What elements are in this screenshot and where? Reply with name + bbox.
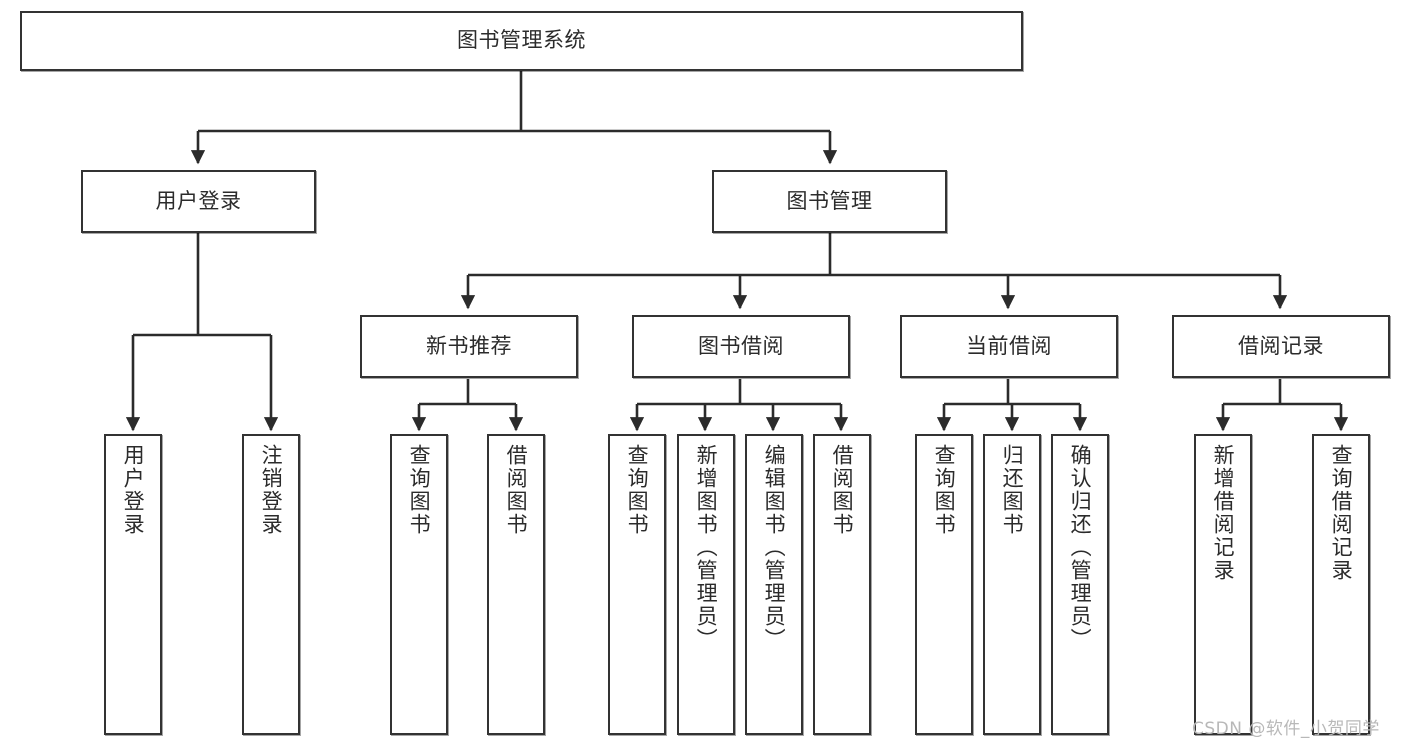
node-borrow-record[interactable]: 借阅记录	[1172, 315, 1390, 378]
leaf-add-borrow-record[interactable]: 新增借阅记录	[1194, 434, 1252, 735]
node-label: 查询图书	[932, 444, 957, 536]
node-book-management[interactable]: 图书管理	[712, 170, 947, 233]
leaf-return-book[interactable]: 归还图书	[983, 434, 1041, 735]
node-label: 图书管理系统	[457, 28, 586, 53]
node-current-borrow[interactable]: 当前借阅	[900, 315, 1118, 378]
leaf-query-book-borrow[interactable]: 查询图书	[608, 434, 666, 735]
node-label: 查询图书	[625, 444, 650, 536]
leaf-query-book-recommend[interactable]: 查询图书	[390, 434, 448, 735]
leaf-borrow-book-recommend[interactable]: 借阅图书	[487, 434, 545, 735]
node-new-book-recommend[interactable]: 新书推荐	[360, 315, 578, 378]
node-label: 图书管理	[786, 188, 873, 213]
node-label: 归还图书	[1000, 444, 1025, 536]
node-label: 用户登录	[155, 188, 242, 213]
leaf-edit-book[interactable]: 编辑图书（管理员）	[745, 434, 803, 735]
node-label: 用户登录	[121, 444, 146, 536]
leaf-borrow-book[interactable]: 借阅图书	[813, 434, 871, 735]
node-label: 确认归还（管理员）	[1068, 444, 1093, 651]
node-root-system[interactable]: 图书管理系统	[20, 11, 1023, 71]
leaf-confirm-return[interactable]: 确认归还（管理员）	[1051, 434, 1109, 735]
node-book-borrow[interactable]: 图书借阅	[632, 315, 850, 378]
node-label: 当前借阅	[966, 333, 1052, 358]
leaf-user-login[interactable]: 用户登录	[104, 434, 162, 735]
node-user-login[interactable]: 用户登录	[81, 170, 316, 233]
leaf-query-borrow-record[interactable]: 查询借阅记录	[1312, 434, 1370, 735]
node-label: 借阅记录	[1238, 333, 1324, 358]
node-label: 查询图书	[407, 444, 432, 536]
node-label: 编辑图书（管理员）	[762, 444, 787, 651]
leaf-logout-login[interactable]: 注销登录	[242, 434, 300, 735]
leaf-add-book[interactable]: 新增图书（管理员）	[677, 434, 735, 735]
node-label: 查询借阅记录	[1329, 444, 1354, 582]
node-label: 借阅图书	[830, 444, 855, 536]
node-label: 新增图书（管理员）	[694, 444, 719, 651]
node-label: 注销登录	[259, 444, 284, 536]
node-label: 新书推荐	[426, 333, 512, 358]
leaf-query-book-current[interactable]: 查询图书	[915, 434, 973, 735]
node-label: 借阅图书	[504, 444, 529, 536]
node-label: 新增借阅记录	[1211, 444, 1236, 582]
node-label: 图书借阅	[698, 333, 784, 358]
